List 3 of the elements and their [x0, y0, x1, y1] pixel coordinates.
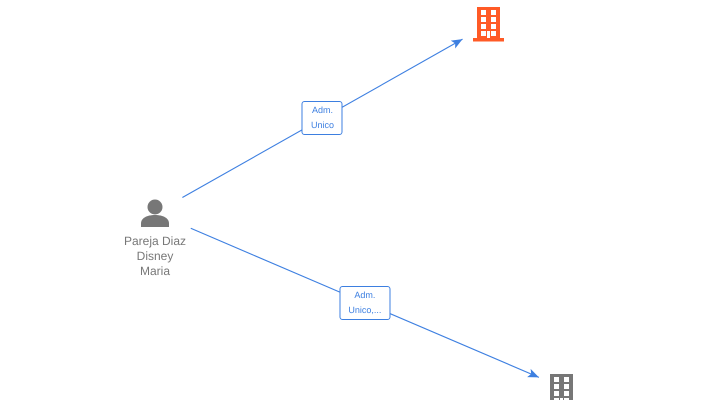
person-name: Pareja Diaz Disney Maria: [122, 234, 188, 279]
edge-label: Adm. Unico: [302, 101, 343, 136]
edge-label: Adm. Unico,...: [339, 286, 390, 320]
